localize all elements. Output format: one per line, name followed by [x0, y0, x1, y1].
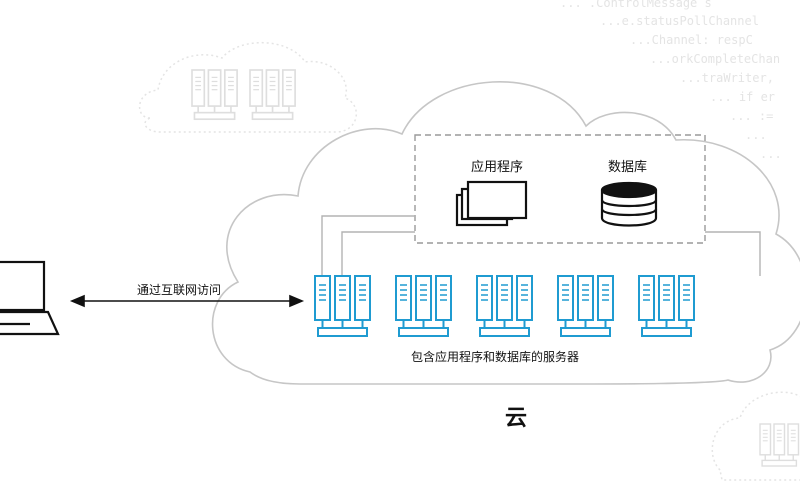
faint-server-icon	[759, 423, 800, 467]
code-line: ... if er	[710, 90, 776, 104]
code-line: ... .ControlMessage s	[560, 0, 712, 10]
code-line: ...	[760, 147, 782, 161]
code-line: ...Channel: respC	[630, 33, 753, 47]
laptop-icon	[0, 260, 60, 336]
server-rack-icon	[476, 275, 533, 337]
database-label: 数据库	[608, 160, 648, 175]
database-cylinder-icon	[600, 181, 658, 227]
application-label: 应用程序	[471, 160, 524, 175]
internet-access-arrow	[69, 294, 305, 308]
server-rack-icon	[557, 275, 614, 337]
code-line: ...	[745, 128, 767, 142]
server-rack-icon	[395, 275, 452, 337]
stacked-windows-icon	[455, 180, 528, 227]
connector-line	[341, 231, 415, 276]
code-line: ...orkCompleteChan	[650, 52, 781, 66]
code-line: ... :=	[730, 109, 774, 123]
connector-line	[321, 215, 415, 276]
connector-line	[705, 231, 761, 276]
cloud-label: 云	[505, 406, 528, 431]
server-rack-icon	[314, 275, 371, 337]
faint-cloud-top-left	[138, 41, 358, 133]
code-line: ...e.statusPollChannel	[600, 14, 759, 28]
servers-label: 包含应用程序和数据库的服务器	[411, 350, 580, 364]
internet-access-label: 通过互联网访问	[137, 283, 222, 297]
software-dashed-box	[414, 134, 706, 244]
faint-cloud-bottom-right	[711, 391, 800, 481]
code-line: ...traWriter,	[680, 71, 774, 85]
server-rack-icon	[638, 275, 695, 337]
